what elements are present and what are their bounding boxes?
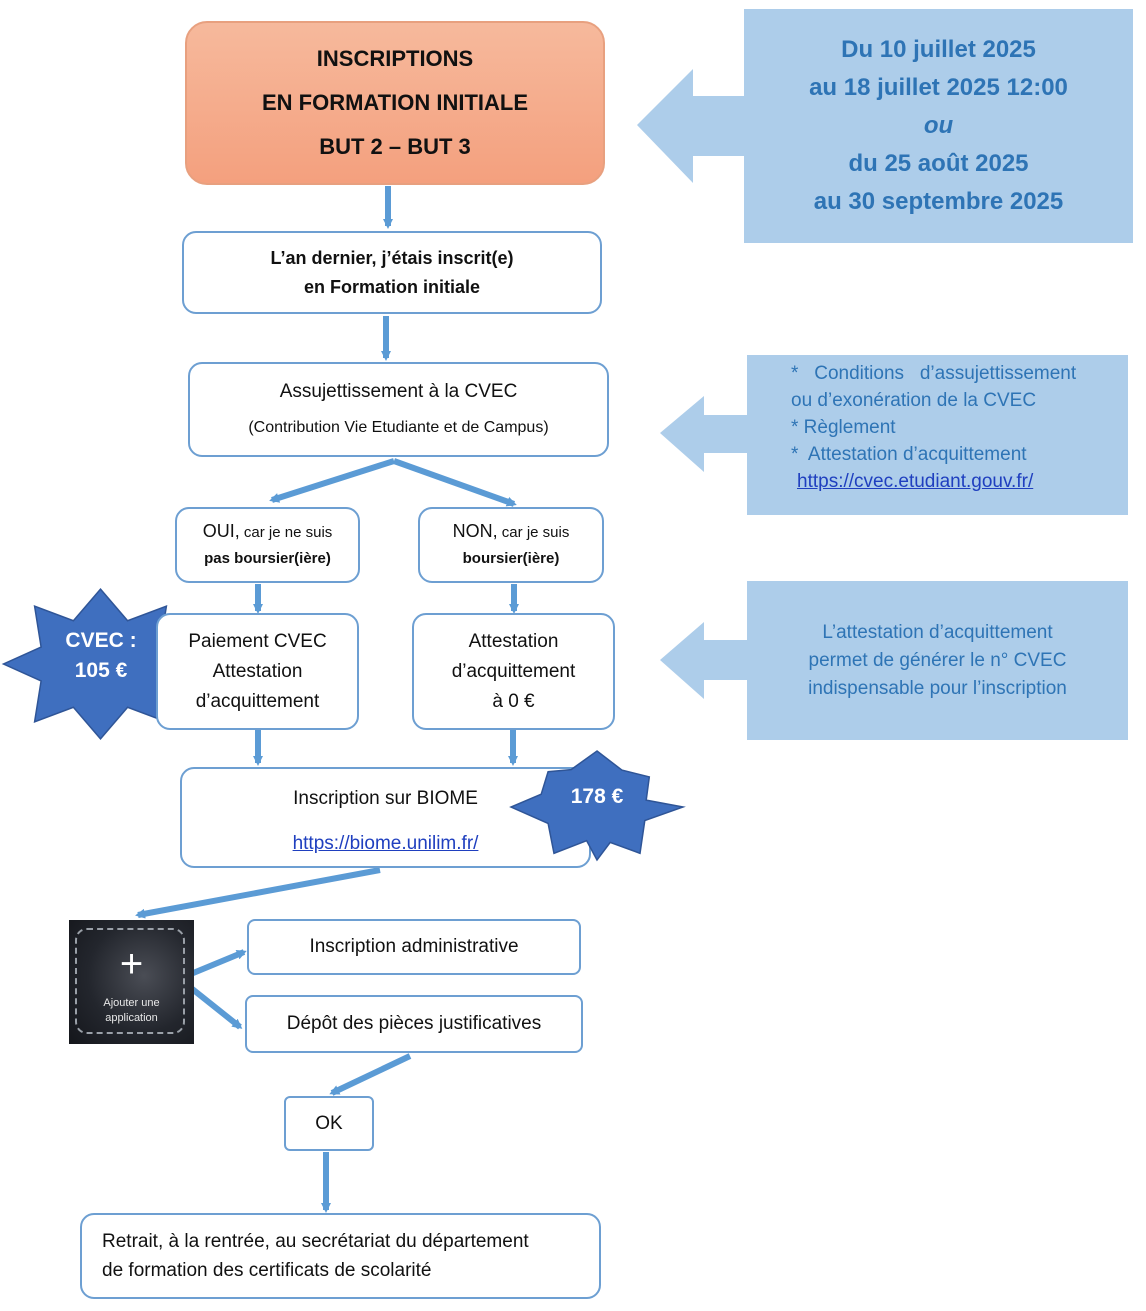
attest-info-line-2: permet de générer le n° CVEC (808, 649, 1067, 671)
left-arrow-cvec-info (660, 396, 748, 472)
arrow-biome-to-tile (135, 867, 381, 919)
attest-info-line-3: indispensable pour l’inscription (808, 677, 1067, 699)
admin-registration-label: Inscription administrative (309, 936, 519, 957)
star-cvec-line-2: 105 € (74, 659, 128, 682)
add-application-line-1: Ajouter une (103, 997, 160, 1009)
add-application-line-2: application (105, 1012, 158, 1024)
ok-label: OK (315, 1112, 343, 1134)
cvec-title: Assujettissement à la CVEC (279, 380, 518, 402)
branch-yes-lead: OUI, (202, 521, 240, 541)
dates-line-2: au 18 juillet 2025 12:00 (809, 74, 1068, 101)
cvec-info-item-conditions: * Conditions d’assujettissement (791, 363, 1077, 384)
branch-yes-text: OUI, car je ne suis (203, 518, 333, 546)
biome-box: Inscription sur BIOME https://biome.unil… (180, 767, 591, 868)
star-fee-shape (509, 750, 686, 862)
title-line-1: INSCRIPTIONS (316, 46, 474, 71)
attest-info-panel: L’attestation d’acquittement permet de g… (747, 581, 1128, 740)
branch-yes-box: OUI, car je ne suis pas boursier(ière) (175, 507, 360, 583)
payment-line-2: Attestation (212, 660, 303, 682)
branch-no-bold: boursier(ière) (462, 550, 560, 567)
dates-line-3: du 25 août 2025 (848, 150, 1029, 177)
dates-line-1: Du 10 juillet 2025 (841, 36, 1036, 63)
cvec-info-item-conditions-cont: ou d’exonération de la CVEC (791, 390, 1037, 411)
cvec-info-item-reglement: * Règlement (791, 417, 896, 438)
title-line-2: EN FORMATION INITIALE (261, 90, 529, 115)
zero-line-1: Attestation (468, 630, 559, 652)
add-application-dashed-border (75, 928, 185, 1034)
last-year-line-2: en Formation initiale (303, 276, 481, 297)
dates-line-4: au 30 septembre 2025 (813, 188, 1064, 215)
cvec-subtitle: (Contribution Vie Etudiante et de Campus… (248, 418, 549, 436)
final-line-1: Retrait, à la rentrée, au secrétariat du… (102, 1231, 529, 1252)
branch-no-text: NON, car je suis (453, 518, 570, 546)
add-application-caption: Ajouter une application (69, 996, 194, 1026)
biome-title: Inscription sur BIOME (293, 788, 478, 809)
arrow-tile-to-admin (184, 949, 247, 979)
step-last-year-box: L’an dernier, j’étais inscrit(e) en Form… (182, 231, 602, 314)
arrow-cvec-to-no (392, 458, 517, 507)
star-cvec-line-1: CVEC : (65, 629, 137, 652)
cvec-info-item-attestation: * Attestation d’acquittement (791, 444, 1027, 465)
add-application-tile[interactable]: + Ajouter une application (69, 920, 194, 1044)
arrow-tile-to-docs (184, 981, 243, 1030)
final-line-2: de formation des certificats de scolarit… (102, 1260, 432, 1281)
step-cvec-box: Assujettissement à la CVEC (Contribution… (188, 362, 609, 457)
star-fee-label: 178 € (570, 785, 624, 808)
star-cvec-label: CVEC : 105 € (46, 626, 156, 686)
payment-line-1: Paiement CVEC (188, 630, 327, 652)
documents-upload-box: Dépôt des pièces justificatives (245, 995, 583, 1053)
final-step-box: Retrait, à la rentrée, au secrétariat du… (80, 1213, 601, 1299)
zero-line-2: d’acquittement (451, 660, 576, 682)
documents-upload-label: Dépôt des pièces justificatives (286, 1013, 542, 1034)
branch-no-lead: NON, (452, 521, 498, 541)
branch-no-box: NON, car je suis boursier(ière) (418, 507, 604, 583)
left-arrow-attest-info (660, 622, 748, 699)
branch-yes-rest: car je ne suis (239, 524, 333, 541)
branch-no-rest: car je suis (497, 524, 570, 541)
last-year-line-1: L’an dernier, j’étais inscrit(e) (270, 247, 514, 268)
attest-info-line-1: L’attestation d’acquittement (822, 621, 1053, 643)
title-line-3: BUT 2 – BUT 3 (319, 134, 471, 159)
arrow-docs-to-ok (329, 1053, 412, 1096)
dates-or: ou (923, 112, 954, 139)
dates-panel: Du 10 juillet 2025 au 18 juillet 2025 12… (744, 9, 1133, 243)
payment-line-3: d’acquittement (195, 690, 320, 712)
left-arrow-dates (637, 69, 745, 183)
payment-box: Paiement CVEC Attestation d’acquittement (156, 613, 359, 730)
plus-icon: + (119, 942, 144, 986)
zero-attestation-box: Attestation d’acquittement à 0 € (412, 613, 615, 730)
zero-line-3: à 0 € (492, 690, 535, 712)
branch-yes-bold: pas boursier(ière) (204, 550, 331, 567)
admin-registration-box: Inscription administrative (247, 919, 581, 975)
cvec-info-panel: * Conditions d’assujettissement ou d’exo… (747, 355, 1128, 515)
arrow-cvec-to-yes (269, 458, 395, 503)
ok-box: OK (284, 1096, 374, 1151)
title-box: INSCRIPTIONS EN FORMATION INITIALE BUT 2… (185, 21, 605, 185)
cvec-website-link[interactable]: https://cvec.etudiant.gouv.fr/ (797, 471, 1034, 492)
biome-link[interactable]: https://biome.unilim.fr/ (292, 833, 479, 854)
